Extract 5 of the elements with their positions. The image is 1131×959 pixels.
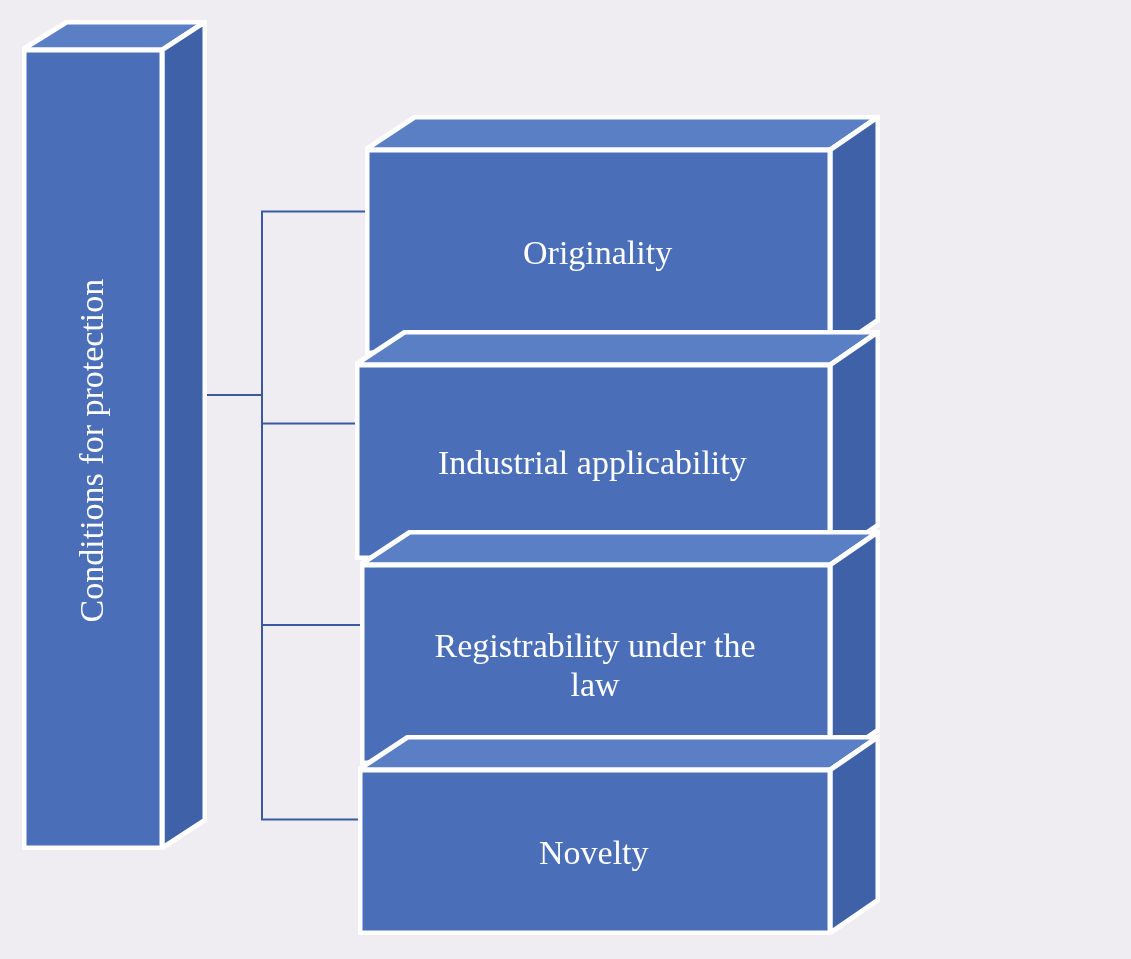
block-label: Conditions for protection	[72, 278, 112, 622]
block-label: Industrial applicability	[438, 443, 747, 483]
block-label: Originality	[523, 233, 673, 273]
block-label: Novelty	[539, 833, 649, 873]
block-label: Registrability under the law	[433, 626, 757, 705]
